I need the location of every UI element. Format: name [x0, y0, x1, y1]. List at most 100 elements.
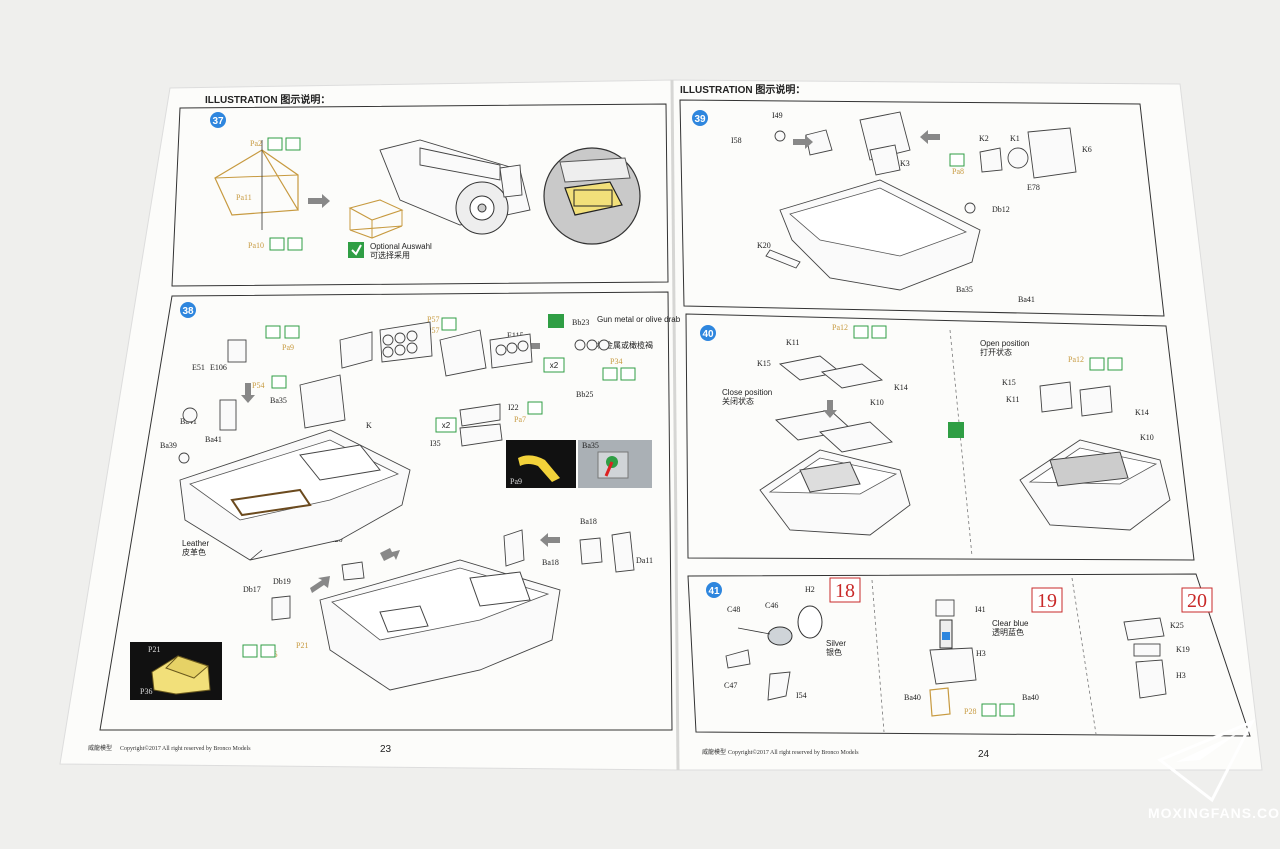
label-p57-a: P57 [427, 315, 439, 324]
cement-icon [999, 703, 1015, 717]
label-k10-a: K10 [870, 398, 884, 407]
label-k14-a: K14 [894, 383, 908, 392]
label-e78: E78 [1027, 183, 1040, 192]
label-ba39: Ba39 [160, 441, 177, 450]
right-page-number: 24 [978, 749, 990, 760]
step39-badge [692, 110, 708, 126]
right-copyright: Copyright©2017 All right reserved by Bro… [728, 749, 859, 756]
option-icon [948, 422, 964, 438]
label-k25: K25 [1170, 621, 1184, 630]
watermark-logo [1157, 719, 1256, 803]
step41-divider-a [871, 579, 885, 733]
sub-step-20: 20 [1187, 590, 1207, 612]
left-copyright: Copyright©2017 All right reserved by Bro… [120, 745, 251, 752]
label-k3: K3 [900, 159, 910, 168]
label-e51: E51 [192, 363, 205, 372]
step41-divider-b [1071, 577, 1097, 735]
label-pa11: Pa11 [236, 193, 252, 202]
step39-hull [765, 111, 1077, 291]
label-ba40-b: Ba40 [1022, 693, 1039, 702]
step40-hull-open [1019, 439, 1171, 531]
multiplier-x2-a: x2 [550, 361, 559, 370]
silver-en: Silver [826, 639, 846, 648]
label-bb25: Bb25 [576, 390, 593, 399]
photo-inset-ba35 [578, 440, 652, 488]
step41-frame [687, 573, 1251, 737]
step41-badge [706, 582, 722, 598]
label-i35: I35 [430, 439, 441, 448]
step38-small-parts [178, 321, 635, 621]
label-k10-b: K10 [1140, 433, 1154, 442]
label-p54: P54 [252, 381, 264, 390]
label-i41: I41 [975, 605, 986, 614]
step38-badge [180, 302, 196, 318]
photo-label-p21: P21 [148, 645, 160, 654]
multiplier-badge [543, 357, 565, 373]
step41-number: 41 [708, 586, 720, 597]
step37-tent-frame [214, 140, 300, 230]
label-e106: E106 [210, 363, 227, 372]
arrow-down-icon [823, 400, 837, 418]
glue-icon [269, 237, 285, 251]
clear-en: Clear blue [992, 619, 1029, 628]
label-ba35-r: Ba35 [956, 285, 973, 294]
label-pa2: Pa2 [250, 139, 262, 148]
arrow-left-icon [920, 130, 940, 144]
arrow-right-icon [793, 135, 813, 149]
sub-step-box [1181, 587, 1213, 613]
label-ba18-b: Ba18 [542, 558, 559, 567]
label-da11: Da11 [636, 556, 653, 565]
step40-frame [685, 313, 1195, 561]
label-k1: K1 [1010, 134, 1020, 143]
label-pa12-a: Pa12 [832, 323, 848, 332]
label-ba40-a: Ba40 [904, 693, 921, 702]
step37-small-frame [348, 199, 404, 239]
sub-step-box [1031, 587, 1063, 613]
option-cn: 可选择采用 [370, 250, 410, 260]
label-k14-b: K14 [1135, 408, 1149, 417]
photo-label-p36: P36 [140, 687, 152, 696]
label-k2: K2 [979, 134, 989, 143]
label-db17: Db17 [243, 585, 261, 594]
step38-frame [99, 291, 673, 731]
step39-frame [679, 99, 1165, 317]
photo-label-pa9: Pa9 [510, 477, 522, 486]
step39-number: 39 [694, 114, 706, 125]
cement-icon [871, 325, 887, 339]
glue-icon [267, 137, 283, 151]
step38-hull-upper [179, 429, 411, 561]
label-pa8: Pa8 [952, 167, 964, 176]
label-p21: P21 [296, 641, 308, 650]
clear-cn: 透明蓝色 [992, 627, 1024, 637]
check-icon [351, 244, 362, 256]
paint-en: Gun metal or olive drab [597, 315, 681, 324]
step40-hatch-parts [775, 355, 1113, 453]
glue-icon [853, 325, 869, 339]
label-k19: K19 [1176, 645, 1190, 654]
label-i58: I58 [731, 136, 742, 145]
glue-icon [242, 644, 258, 658]
left-header: ILLUSTRATION 图示说明： [205, 93, 330, 106]
label-h2: H2 [805, 585, 815, 594]
label-k15-a: K15 [757, 359, 771, 368]
label-c48: C48 [727, 605, 740, 614]
option-icon [348, 242, 364, 258]
cement-icon [527, 401, 543, 415]
label-k11-a: K11 [786, 338, 799, 347]
paint-cn: 枪金属或橄榄褐 [597, 340, 653, 350]
photo-label-ba35: Ba35 [582, 441, 599, 450]
watermark-text: MOXINGFANS.COM [1148, 805, 1280, 821]
silver-cn: 银色 [826, 647, 842, 657]
step40-badge [700, 325, 716, 341]
cement-icon [260, 644, 276, 658]
sub-step-18: 18 [835, 580, 855, 602]
step41-parts [725, 599, 1167, 717]
arrow-icon [310, 576, 330, 593]
right-footer-brand: 威龍模型 [702, 748, 726, 756]
cement-icon [271, 375, 287, 389]
cement-icon [949, 153, 965, 167]
label-k11-b: K11 [1006, 395, 1019, 404]
leather-en: Leather [182, 539, 209, 548]
cement-icon [1107, 357, 1123, 371]
sub-step-19: 19 [1037, 590, 1057, 612]
